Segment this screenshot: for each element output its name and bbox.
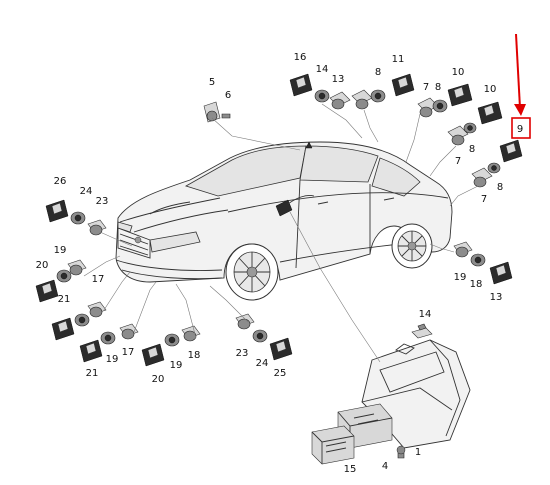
highlight-box — [511, 117, 531, 139]
callout-11: 11 — [392, 54, 405, 65]
callout-7: 7 — [423, 82, 429, 93]
callout-16: 16 — [294, 52, 307, 63]
callout-24: 24 — [80, 186, 93, 197]
callout-23: 23 — [96, 196, 109, 207]
callout-10: 10 — [452, 67, 465, 78]
highlight-annotation — [511, 33, 531, 139]
callout-3: 3 — [0, 0, 3, 3]
callout-19: 19 — [454, 272, 467, 283]
callout-6: 6 — [225, 90, 231, 101]
callout-8: 8 — [375, 67, 381, 78]
callout-14: 14 — [316, 64, 329, 75]
callout-8: 8 — [435, 82, 441, 93]
callout-13: 13 — [490, 292, 503, 303]
callout-4: 4 — [382, 461, 388, 472]
car-body — [115, 141, 453, 301]
callout-17: 17 — [92, 274, 105, 285]
callout-7: 7 — [455, 156, 461, 167]
callout-18: 18 — [470, 279, 483, 290]
highlight-arrow-line — [515, 33, 521, 109]
callout-19: 19 — [106, 354, 119, 365]
callout-17: 17 — [122, 347, 135, 358]
leader-lines — [83, 103, 479, 363]
callout-14: 14 — [419, 309, 432, 320]
callout-7: 7 — [481, 194, 487, 205]
callout-8: 8 — [469, 144, 475, 155]
callout-23: 23 — [236, 348, 249, 359]
callout-13: 13 — [332, 74, 345, 85]
sensor-parts — [35, 73, 523, 367]
callout-8: 8 — [497, 182, 503, 193]
control-unit-assembly — [311, 323, 471, 465]
callout-21: 21 — [86, 368, 99, 379]
callout-15: 15 — [344, 464, 357, 475]
callout-20: 20 — [36, 260, 49, 271]
callout-21: 21 — [58, 294, 71, 305]
callout-1: 1 — [415, 447, 421, 458]
callout-9: 9 — [517, 124, 523, 135]
callout-18: 18 — [188, 350, 201, 361]
callout-5: 5 — [209, 77, 215, 88]
callout-20: 20 — [152, 374, 165, 385]
callout-2: 2 — [0, 0, 3, 3]
callout-10: 10 — [484, 84, 497, 95]
callout-24: 24 — [256, 358, 269, 369]
callout-25: 25 — [274, 368, 287, 379]
callout-19: 19 — [54, 245, 67, 256]
highlight-arrow-head — [514, 104, 526, 116]
callout-26: 26 — [54, 176, 67, 187]
callout-19: 19 — [170, 360, 183, 371]
